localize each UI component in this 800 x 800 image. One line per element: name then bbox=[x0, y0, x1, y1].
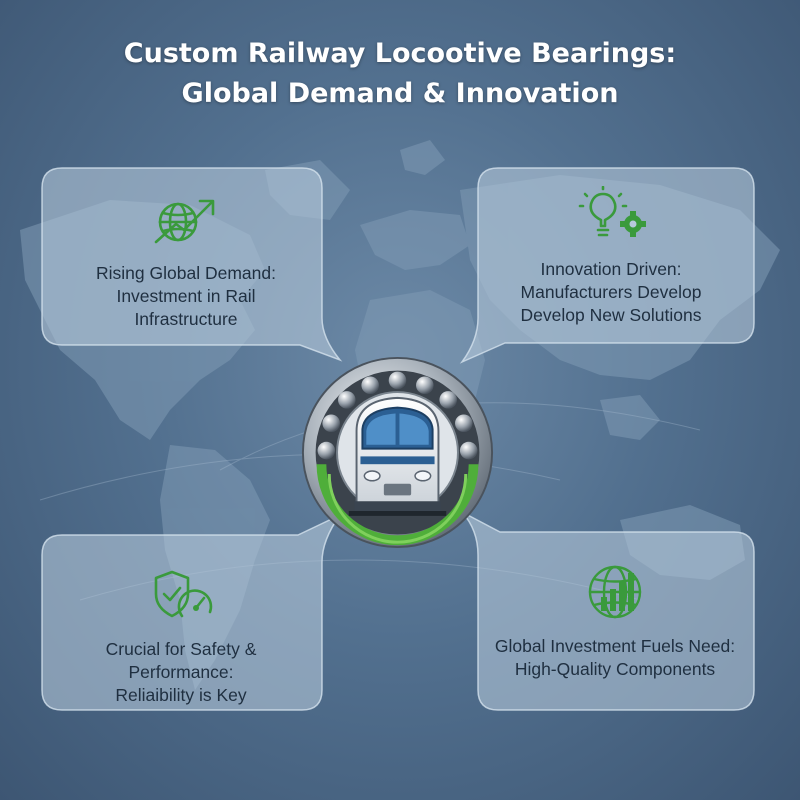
card-line: Develop New Solutions bbox=[520, 305, 702, 325]
page-title: Custom Railway Locootive Bearings: Globa… bbox=[0, 34, 800, 114]
card-line: Performance: bbox=[128, 662, 234, 682]
card-line: Innovation Driven: bbox=[540, 259, 682, 279]
shield-gauge-icon bbox=[154, 570, 213, 618]
bubble-top-right bbox=[459, 167, 755, 364]
card-line: Infrastructure bbox=[134, 309, 238, 329]
card-rising-global-demand: Rising Global Demand: Investment in Rail… bbox=[46, 192, 326, 331]
card-line: Global Investment Fuels Need: bbox=[494, 636, 736, 656]
title-line-1: Custom Railway Locootive Bearings: bbox=[123, 38, 677, 69]
bubble-bottom-left bbox=[41, 514, 341, 711]
lightbulb-gear-icon bbox=[578, 186, 646, 237]
card-safety-performance: Crucial for Safety & Performance: Reliai… bbox=[46, 568, 316, 707]
bubble-top-left bbox=[41, 167, 343, 362]
card-global-investment: Global Investment Fuels Need: High-Quali… bbox=[474, 563, 756, 681]
card-line: Investment in Rail bbox=[116, 286, 256, 306]
globe-growth-arrow-icon bbox=[154, 199, 215, 244]
bearing-balls bbox=[317, 371, 478, 460]
card-line: Rising Global Demand: bbox=[96, 263, 276, 283]
title-line-2: Global Demand & Innovation bbox=[181, 78, 619, 109]
train-bearing-icon bbox=[301, 356, 494, 549]
globe-bar-chart-icon bbox=[588, 565, 642, 619]
train-front bbox=[348, 396, 447, 516]
card-line: Crucial for Safety & bbox=[105, 639, 257, 659]
card-line: High-Quality Components bbox=[514, 659, 716, 679]
card-line: Reliaibility is Key bbox=[115, 685, 247, 705]
card-line: Manufacturers Develop bbox=[520, 282, 702, 302]
card-innovation-driven: Innovation Driven: Manufacturers Develop… bbox=[476, 186, 746, 327]
